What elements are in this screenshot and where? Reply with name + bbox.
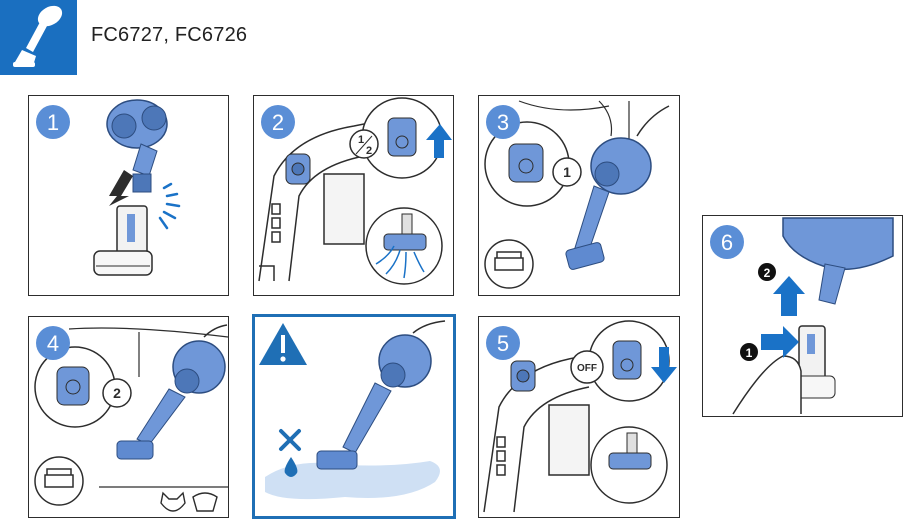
step-3-panel: 1 3 [478, 95, 680, 296]
step-2-panel: 1 2 2 [253, 95, 454, 296]
vacuum-handle-illustration [258, 115, 405, 282]
off-label: OFF [577, 363, 597, 374]
fraction-denominator: 2 [366, 145, 372, 157]
handheld-vacuum-icon [13, 5, 63, 67]
step-number: 1 [47, 110, 59, 135]
power-button-illustration [510, 360, 536, 392]
arrow-down-icon [109, 170, 133, 206]
couch-icon [34, 456, 84, 506]
pet-icon [160, 491, 218, 512]
speed-label: 2 [113, 385, 121, 401]
water-drop-icon [284, 457, 298, 477]
step-number: 6 [721, 230, 733, 255]
sub-step-number: 1 [746, 346, 753, 360]
sub-step-number: 2 [764, 266, 771, 280]
vacuum-body-illustration [106, 99, 168, 193]
sub-step-badge [758, 263, 776, 281]
step-number-badge [36, 105, 70, 139]
prohibited-x-icon [279, 429, 301, 451]
arrow-right-icon [761, 326, 799, 358]
vacuum-body-illustration [565, 105, 670, 270]
off-badge [570, 350, 604, 384]
power-button-illustration [285, 153, 311, 185]
product-logo-tile [0, 0, 77, 75]
step-5-panel: OFF 5 [478, 316, 680, 518]
model-numbers: FC6727, FC6726 [91, 24, 248, 46]
couch-icon [484, 239, 534, 289]
arrow-down-icon [651, 347, 677, 383]
spray-icon [158, 182, 181, 230]
step-1-panel: 1 [28, 95, 229, 296]
step-6-panel: 2 1 6 [702, 215, 903, 417]
speed-badge [102, 378, 132, 408]
warning-triangle-icon [259, 323, 307, 365]
speed-label: 1 [563, 164, 571, 180]
arrow-up-icon [773, 276, 805, 316]
vacuum-body-illustration [782, 217, 894, 305]
arrow-up-icon [426, 124, 452, 158]
hand-illustration [732, 355, 802, 415]
fraction-numerator: 1 [358, 134, 364, 146]
vacuum-body-illustration [316, 320, 446, 470]
step-number: 4 [47, 331, 59, 356]
nozzle-illustration [790, 325, 836, 399]
speed-badge [552, 157, 582, 187]
step-4-panel: 2 4 [28, 316, 229, 518]
nozzle-illustration [93, 205, 153, 276]
warning-panel [252, 314, 456, 519]
step-number: 2 [272, 110, 284, 135]
step-number: 3 [497, 110, 509, 135]
vacuum-body-illustration [116, 324, 228, 460]
airflow-icon [375, 245, 425, 279]
water-puddle-illustration [265, 461, 440, 500]
step-number: 5 [497, 331, 509, 356]
